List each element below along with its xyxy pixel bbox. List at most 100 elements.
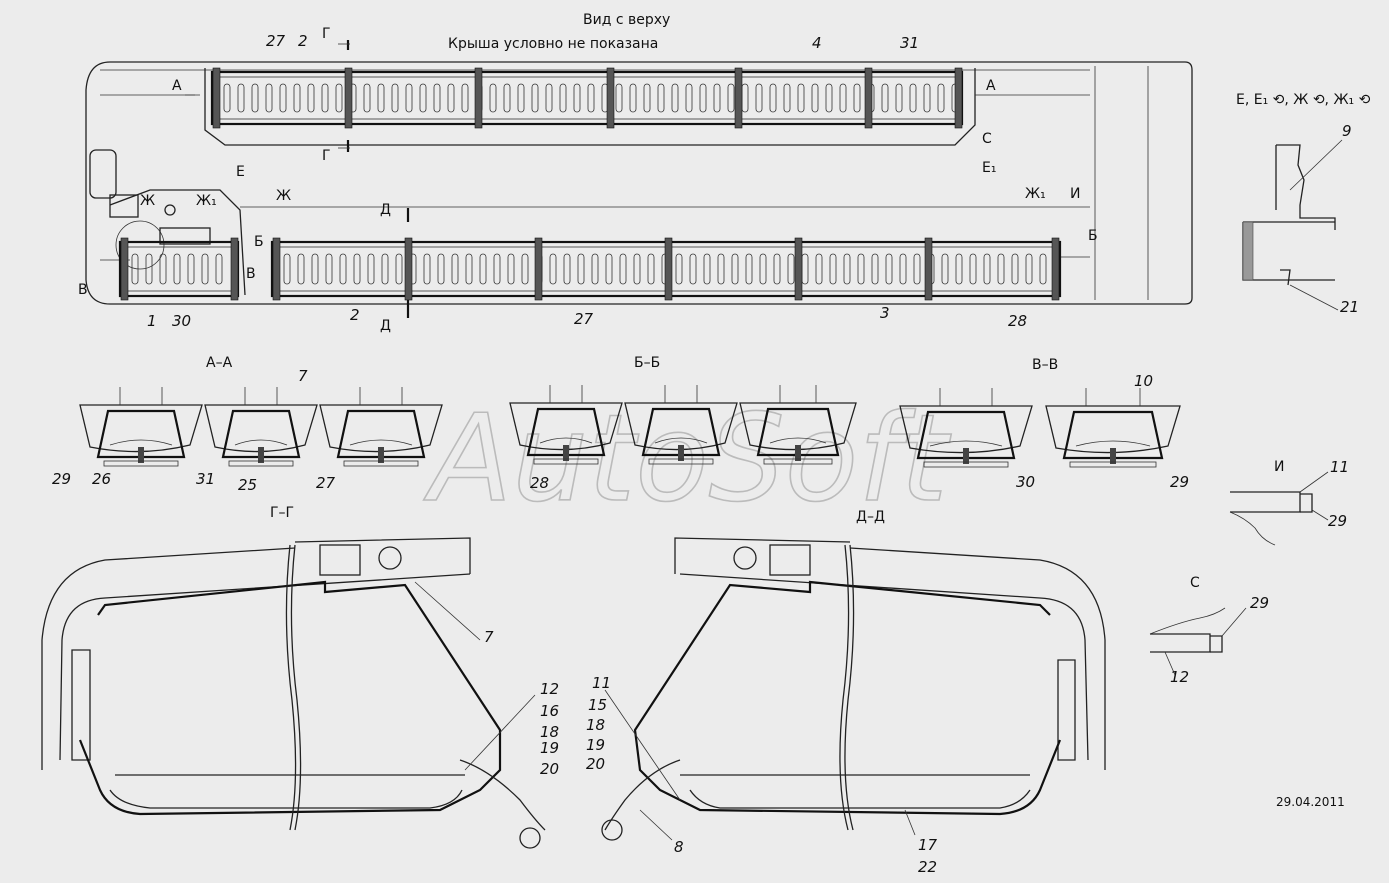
label-11-detail: 11 [1330,458,1349,476]
upper-air-duct-slot [923,83,931,113]
leader-12-gg [464,694,536,771]
lower-air-duct-slot [395,253,403,285]
detail-e-bolt [1280,269,1291,286]
steering-wheel [115,220,165,270]
detail-i-break [1229,511,1276,546]
lower-air-duct-slot [717,253,725,285]
detail-i: И 11 29 [1229,458,1349,546]
dd-roof-beam [674,537,851,574]
upper-air-duct-joint [474,67,483,129]
lower-air-duct-slot [325,253,333,285]
sec-bb-3-strip [763,458,833,465]
label-30-top: 30 [172,312,191,330]
upper-air-duct-slot [419,83,427,113]
lower-air-duct-slot [745,253,753,285]
sec-vv-2-body [1045,405,1181,454]
sec-vv-1-frame [939,388,993,406]
front-air-duct-joint [120,237,129,301]
front-air-duct-slot [201,253,209,285]
upper-air-duct-slot [783,83,791,113]
label-9: 9 [1342,122,1352,140]
lower-air-duct-joint [924,237,933,301]
label-11-dd: 11 [592,674,611,692]
sec-vv-1 [899,388,1033,468]
label-20-dd: 20 [586,755,605,773]
section-gg: Г–Г 7 12 16 18 19 20 [41,505,559,849]
sec-bb-1 [509,385,623,465]
upper-air-duct-body [210,70,964,126]
upper-air-duct-slot [265,83,273,113]
detail-e-section [1242,221,1254,281]
front-air-duct-slot [187,253,195,285]
lower-air-duct-slot [899,253,907,285]
lower-air-duct [270,237,1062,301]
sec-aa-2-arc [234,439,288,446]
detail-s-break [1149,607,1226,635]
sec-aa-3-body [319,404,443,453]
marker-v-left: В [78,282,88,298]
label-20-gg: 20 [540,760,559,778]
roof-hatch-knob [164,204,176,216]
lower-air-duct-slot [605,253,613,285]
sec-vv-2-strip [1069,461,1157,468]
sec-bb-3-bolt [795,445,801,461]
label-31-small: 31 [196,470,215,488]
marker-v-right: В [246,266,256,282]
leader-7-gg [414,581,481,641]
upper-air-duct-slot [559,83,567,113]
gg-beam-box [319,544,361,576]
upper-air-duct-joint [734,67,743,129]
upper-air-duct-slot [727,83,735,113]
upper-air-duct-slot [811,83,819,113]
lower-air-duct-joint [272,237,281,301]
front-air-duct-slot [159,253,167,285]
lower-air-duct-slot [759,253,767,285]
lower-air-duct-slot [703,253,711,285]
section-dd-title: Д–Д [856,509,885,525]
label-12-gg: 12 [540,680,559,698]
label-30-small: 30 [1016,473,1035,491]
upper-air-duct-slot [615,83,623,113]
leader-29-i [1311,509,1329,521]
lower-air-duct-joint [794,237,803,301]
upper-air-duct-slot [769,83,777,113]
gg-break-left2 [290,544,302,831]
watermark: AutoSoft [423,390,951,529]
upper-air-duct-slot [363,83,371,113]
upper-air-duct-slot [447,83,455,113]
lower-air-duct-slot [381,253,389,285]
sec-bb-3-arc [769,437,827,444]
upper-air-duct-slot [391,83,399,113]
sec-bb-3-duct [756,407,840,457]
upper-air-duct-slot [699,83,707,113]
sec-vv-1-bolt [963,448,969,464]
sec-bb-1-body [509,402,623,451]
front-air-duct-slot [215,253,223,285]
lower-air-duct-slot [339,253,347,285]
label-21: 21 [1340,298,1359,316]
sec-bb-2 [624,385,738,465]
lower-air-duct-joint [1051,237,1060,301]
upper-air-duct-slot [545,83,553,113]
leader-29-s [1221,607,1247,637]
sec-aa-1-bolt [138,447,144,463]
sec-aa-2 [204,387,318,467]
lower-air-duct-slot [941,253,949,285]
dd-beam-box [769,544,811,576]
lower-air-duct-slot [311,253,319,285]
sec-aa-2-bolt [258,447,264,463]
upper-air-duct-slot [461,83,469,113]
gg-duct-inner [109,774,465,809]
sections-labels: 7 10 29 26 31 25 27 28 30 29 [52,367,1189,494]
lower-air-duct-slot [297,253,305,285]
marker-e1: Е₁ [982,160,996,176]
upper-air-duct-slot [517,83,525,113]
leader-8-dd [639,809,673,841]
upper-air-duct-joint [344,67,353,129]
upper-air-duct-slot [307,83,315,113]
gg-outer-body [41,547,296,770]
marker-e: Е [236,164,245,180]
detail-i-part [1230,491,1301,513]
marker-g-top: Г [322,26,331,42]
lower-air-duct-slot [773,253,781,285]
